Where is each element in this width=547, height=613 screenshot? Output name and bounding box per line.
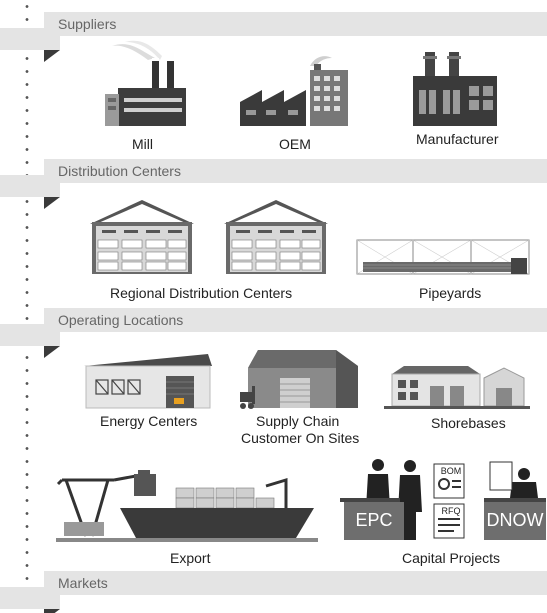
dnow-text: DNOW [486, 510, 544, 530]
bom-text: BOM [440, 466, 462, 476]
mill-factory-icon [105, 40, 186, 126]
markets-header: Markets [44, 571, 547, 595]
distribution-title: Distribution Centers [58, 163, 181, 179]
epc-text: EPC [355, 510, 393, 530]
shorebases-label: Shorebases [431, 415, 506, 431]
manufacturer-label: Manufacturer [416, 131, 499, 147]
shorebase-icon [384, 366, 530, 409]
energy-center-icon [84, 354, 212, 409]
oem-label: OEM [279, 136, 311, 152]
supply-chain-warehouse-icon [240, 350, 358, 409]
suppliers-title: Suppliers [58, 16, 117, 32]
pipeyard-icon [356, 239, 530, 275]
suppliers-header: Suppliers [44, 12, 547, 36]
regional-warehouse-icon-1 [90, 200, 194, 274]
manufacturer-factory-icon [413, 52, 497, 126]
capital-projects-label: Capital Projects [402, 550, 501, 566]
oem-factory-icon [240, 56, 348, 126]
energy-centers-label: Energy Centers [100, 413, 198, 429]
operating-title: Operating Locations [58, 312, 184, 328]
dnow-box: DNOW [484, 502, 546, 540]
mill-label: Mill [132, 136, 153, 152]
dotted-timeline [25, 0, 29, 613]
supply-chain-label: Supply Chain [256, 413, 340, 429]
rfq-text: RFQ [441, 506, 461, 516]
operating-header: Operating Locations [44, 308, 547, 332]
export-label: Export [170, 550, 211, 566]
markets-title: Markets [58, 575, 108, 591]
customer-on-sites-label: Customer On Sites [241, 430, 360, 446]
export-ship-icon [56, 470, 318, 542]
regional-distribution-label: Regional Distribution Centers [110, 285, 293, 301]
pipeyards-label: Pipeyards [419, 285, 482, 301]
regional-warehouse-icon-2 [224, 200, 328, 274]
epc-box: EPC [344, 502, 404, 540]
distribution-header: Distribution Centers [44, 159, 547, 183]
